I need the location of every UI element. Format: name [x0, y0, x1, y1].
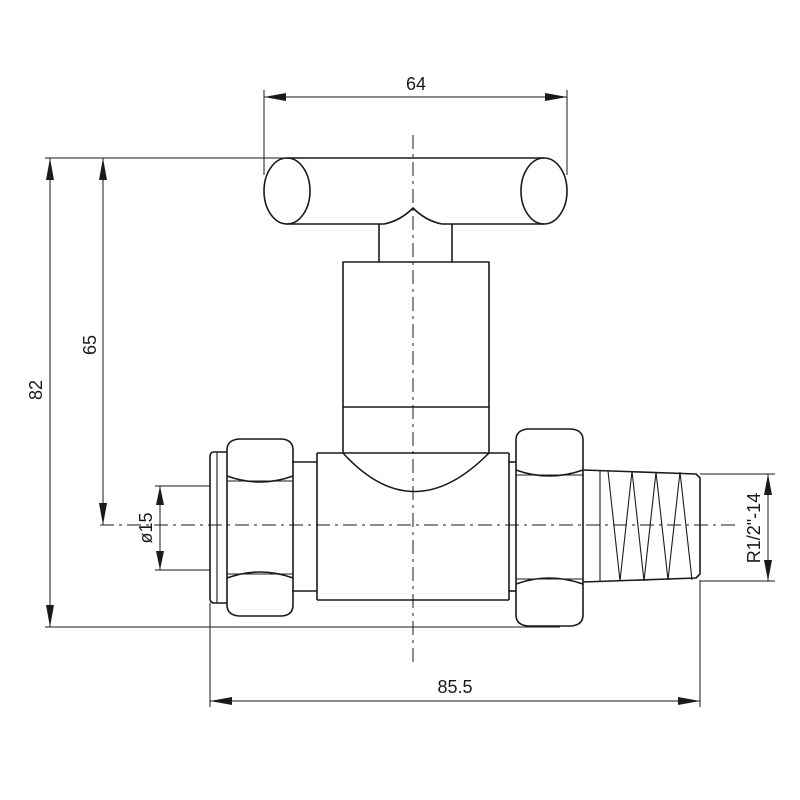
dimension-label-total-length: 85.5 — [437, 677, 472, 697]
dimension-total-length — [209, 580, 701, 707]
dimension-inlet-diameter — [155, 485, 210, 571]
handle — [263, 157, 568, 225]
handle-left-knob — [263, 157, 311, 225]
dimension-label-outlet-thread: R1/2"-14 — [744, 493, 764, 563]
right-nut — [515, 428, 584, 627]
valve-body — [292, 452, 516, 601]
stem — [378, 224, 453, 262]
dimension-label-centre-height: 65 — [80, 335, 100, 355]
threaded-tail — [582, 469, 701, 583]
dimension-centre-height — [99, 157, 310, 525]
bonnet — [342, 261, 490, 493]
left-pipe-end — [209, 451, 227, 604]
dimension-total-height — [45, 157, 560, 628]
dimension-outlet-thread — [700, 473, 775, 582]
dimension-label-total-height: 82 — [26, 380, 46, 400]
dimension-label-handle-width: 64 — [406, 74, 426, 94]
left-nut — [226, 438, 294, 617]
dimension-handle-width — [263, 90, 568, 175]
handle-right-knob — [520, 157, 568, 225]
dimension-label-inlet-diameter: ø15 — [136, 512, 156, 543]
